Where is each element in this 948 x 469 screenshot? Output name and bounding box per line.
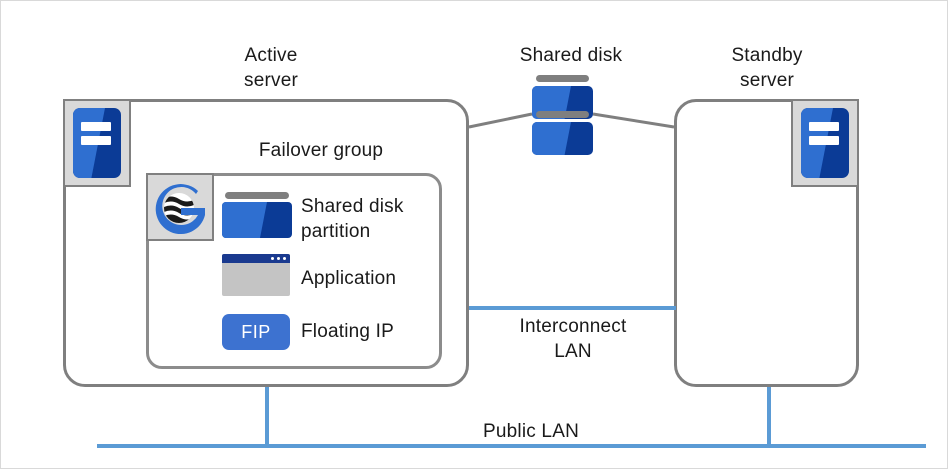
server-icon-body xyxy=(73,108,121,178)
server-icon-bar xyxy=(809,136,839,146)
disk-plate xyxy=(532,122,593,155)
standby-server-label: Standby server xyxy=(731,45,803,91)
disk-plate xyxy=(222,202,292,238)
window-dot-icon xyxy=(271,257,274,260)
public-lan-line xyxy=(97,444,926,448)
standby-server-box[interactable] xyxy=(674,99,859,387)
shared-disk-label: Shared disk xyxy=(519,45,623,66)
disk-cap xyxy=(225,192,289,199)
interconnect-lan-line xyxy=(469,306,676,310)
server-icon xyxy=(791,99,859,187)
window-dot-icon xyxy=(277,257,280,260)
public-lan-connector-standby xyxy=(767,387,771,448)
active-server-box[interactable] xyxy=(63,99,469,387)
failover-group-logo-glyph xyxy=(155,184,205,235)
server-icon-bar xyxy=(81,122,111,132)
application-label: Application xyxy=(301,268,397,289)
disk-cap xyxy=(536,75,589,82)
server-icon xyxy=(63,99,131,187)
disk-cap xyxy=(536,111,589,118)
server-icon-bar xyxy=(81,136,111,146)
application-window-icon xyxy=(222,254,290,296)
window-title-bar xyxy=(222,254,290,263)
server-icon-body xyxy=(801,108,849,178)
public-lan-label: Public LAN xyxy=(483,421,579,442)
shared-disk-unit-lower xyxy=(532,111,593,155)
public-lan-connector-active xyxy=(265,387,269,448)
fip-chip-icon[interactable]: FIP xyxy=(222,314,290,350)
shared-disk-partition-icon xyxy=(222,192,292,238)
active-server-label: Active server xyxy=(244,45,298,91)
interconnect-lan-label: Interconnect LAN xyxy=(519,316,627,362)
window-dot-icon xyxy=(283,257,286,260)
floating-ip-label: Floating IP xyxy=(301,321,395,342)
failover-group-label: Failover group xyxy=(258,140,384,161)
failover-group-logo-icon xyxy=(146,173,214,241)
shared-disk-partition-label: Shared disk partition xyxy=(301,196,404,242)
server-icon-bar xyxy=(809,122,839,132)
